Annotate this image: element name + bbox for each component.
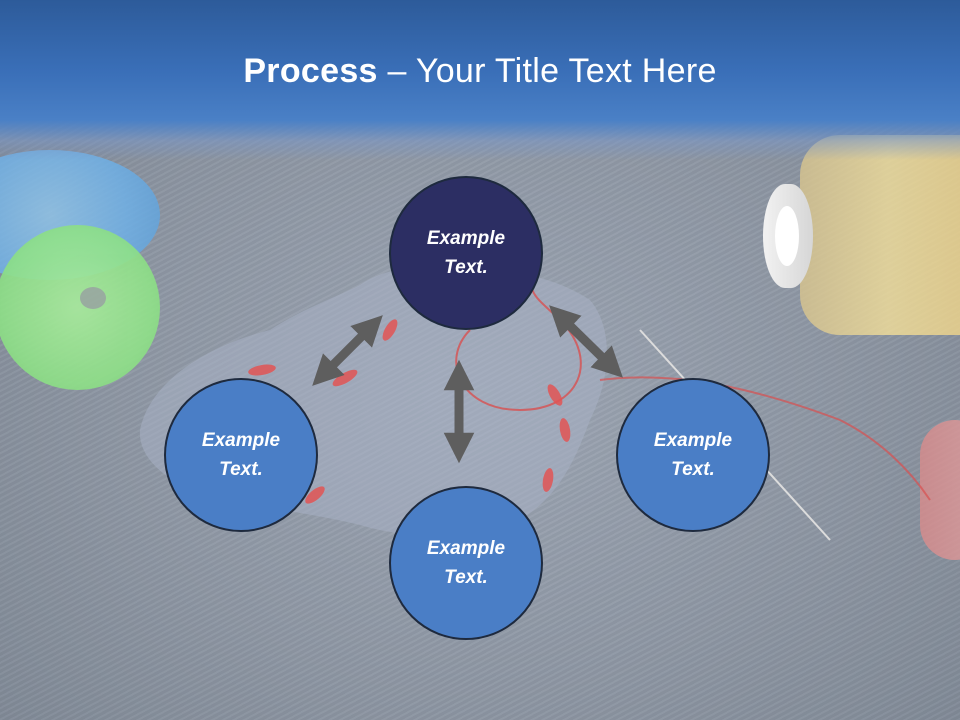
title-rest: – Your Title Text Here (377, 52, 717, 90)
node-left-label: Example Text. (201, 430, 281, 480)
button-hole (80, 287, 106, 309)
node-right-circle[interactable]: Example Text. (616, 378, 770, 532)
arrow-top-left (312, 315, 383, 386)
spool-cap (763, 184, 813, 288)
slide-title: Process – Your Title Text Here (0, 52, 960, 91)
arrow-top-right (549, 305, 623, 378)
node-bottom-circle[interactable]: Example Text. (389, 486, 543, 640)
title-bar (0, 0, 960, 160)
node-top-label: Example Text. (426, 228, 506, 278)
red-thread-tail (599, 376, 931, 501)
red-thread-spool (920, 420, 960, 560)
node-right-label: Example Text. (653, 430, 733, 480)
yellow-thread-spool (800, 135, 960, 335)
title-bold: Process (243, 52, 378, 90)
node-left-circle[interactable]: Example Text. (164, 378, 318, 532)
node-bottom-label: Example Text. (426, 538, 506, 588)
node-top-circle[interactable]: Example Text. (389, 176, 543, 330)
green-button-photo (0, 225, 160, 390)
